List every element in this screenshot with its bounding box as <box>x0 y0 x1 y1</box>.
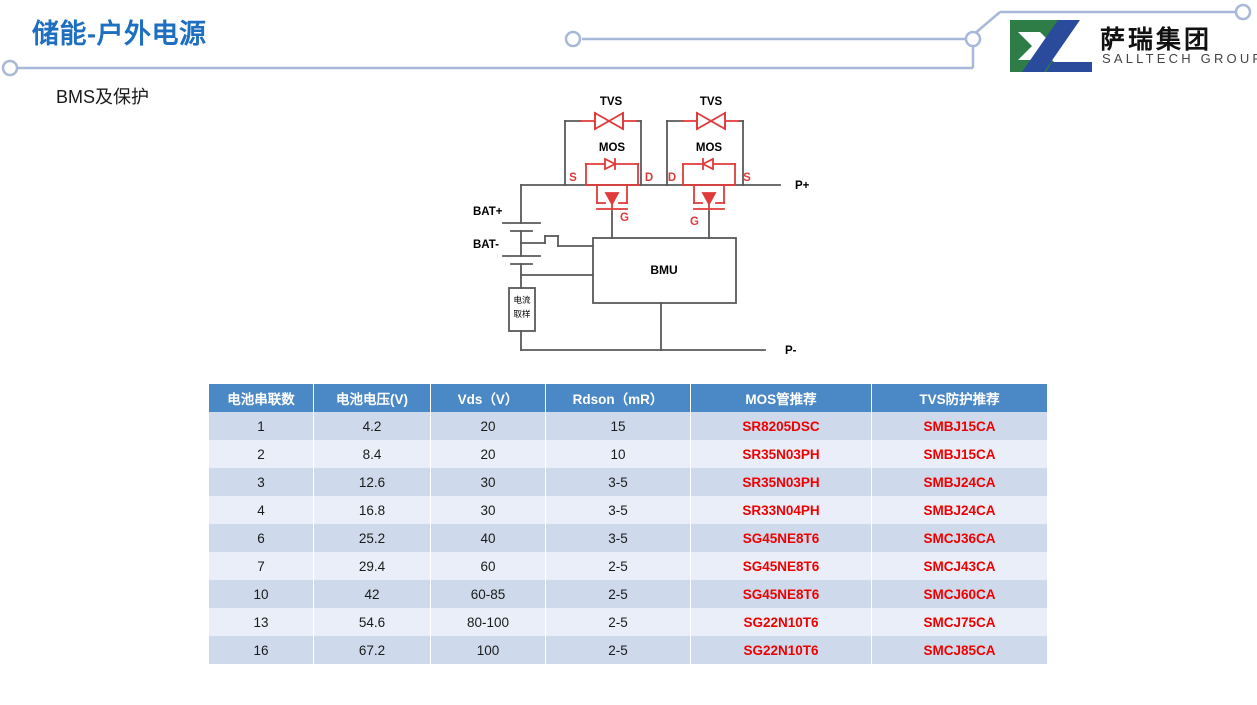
cell-tvs-part: SMCJ43CA <box>872 552 1047 580</box>
cell-tvs-part: SMBJ15CA <box>872 440 1047 468</box>
table-row: 3 12.6 30 3-5 SR35N03PH SMBJ24CA <box>209 468 1047 496</box>
cell-tvs-part: SMCJ85CA <box>872 636 1047 664</box>
cell-series-count: 3 <box>209 468 313 496</box>
column-header-mos-recommend: MOS管推荐 <box>691 384 871 412</box>
company-logo: 萨瑞集团 SALLTECH GROUP <box>1008 18 1257 76</box>
cell-battery-voltage: 67.2 <box>314 636 430 664</box>
cell-series-count: 13 <box>209 608 313 636</box>
cell-mos-part: SR35N03PH <box>691 468 871 496</box>
logo-mark-icon <box>1010 20 1092 72</box>
label-gate-right: G <box>690 216 699 228</box>
cell-vds: 100 <box>431 636 545 664</box>
cell-series-count: 4 <box>209 496 313 524</box>
column-header-tvs-recommend: TVS防护推荐 <box>872 384 1047 412</box>
connector-node-left <box>1 59 19 77</box>
cell-series-count: 7 <box>209 552 313 580</box>
cell-battery-voltage: 16.8 <box>314 496 430 524</box>
cell-mos-part: SG45NE8T6 <box>691 524 871 552</box>
label-shunt-line1: 电流 <box>513 295 531 305</box>
cell-battery-voltage: 29.4 <box>314 552 430 580</box>
cell-vds: 20 <box>431 440 545 468</box>
logo-name-en: SALLTECH GROUP <box>1102 51 1257 66</box>
cell-rdson: 3-5 <box>546 468 690 496</box>
page-title: 储能-户外电源 <box>32 19 207 49</box>
table-row: 4 16.8 30 3-5 SR33N04PH SMBJ24CA <box>209 496 1047 524</box>
cell-vds: 20 <box>431 412 545 440</box>
cell-mos-part: SR33N04PH <box>691 496 871 524</box>
cell-series-count: 6 <box>209 524 313 552</box>
table-row: 13 54.6 80-100 2-5 SG22N10T6 SMCJ75CA <box>209 608 1047 636</box>
label-bmu: BMU <box>650 263 677 277</box>
cell-rdson: 2-5 <box>546 608 690 636</box>
label-bat-minus: BAT- <box>473 239 499 251</box>
cell-rdson: 3-5 <box>546 524 690 552</box>
cell-vds: 40 <box>431 524 545 552</box>
label-tvs-left: TVS <box>600 96 623 108</box>
column-header-vds: Vds（V） <box>431 384 545 412</box>
connector-node-middle <box>564 30 582 48</box>
cell-series-count: 16 <box>209 636 313 664</box>
label-mos-left: MOS <box>599 142 626 154</box>
connector-node-right <box>964 30 982 48</box>
bms-circuit-diagram: TVS TVS MOS MOS BAT+ BAT- P+ P- BMU S D … <box>473 96 810 357</box>
table-row: 7 29.4 60 2-5 SG45NE8T6 SMCJ43CA <box>209 552 1047 580</box>
label-gate-left: G <box>620 212 629 224</box>
table-row: 16 67.2 100 2-5 SG22N10T6 SMCJ85CA <box>209 636 1047 664</box>
cell-battery-voltage: 54.6 <box>314 608 430 636</box>
cell-rdson: 2-5 <box>546 580 690 608</box>
cell-mos-part: SG45NE8T6 <box>691 580 871 608</box>
logo-name-cn: 萨瑞集团 <box>1100 26 1213 54</box>
table-row: 10 42 60-85 2-5 SG45NE8T6 SMCJ60CA <box>209 580 1047 608</box>
label-source-right: S <box>743 172 751 184</box>
label-shunt-line2: 取样 <box>513 309 531 319</box>
cell-battery-voltage: 25.2 <box>314 524 430 552</box>
cell-battery-voltage: 8.4 <box>314 440 430 468</box>
cell-rdson: 10 <box>546 440 690 468</box>
column-header-rdson: Rdson（mR） <box>546 384 690 412</box>
cell-series-count: 2 <box>209 440 313 468</box>
label-p-minus: P- <box>785 345 797 357</box>
section-subtitle: BMS及保护 <box>56 87 150 107</box>
cell-series-count: 1 <box>209 412 313 440</box>
cell-rdson: 3-5 <box>546 496 690 524</box>
cell-tvs-part: SMCJ60CA <box>872 580 1047 608</box>
cell-series-count: 10 <box>209 580 313 608</box>
cell-vds: 80-100 <box>431 608 545 636</box>
column-header-battery-voltage: 电池电压(V) <box>314 384 430 412</box>
cell-mos-part: SG22N10T6 <box>691 608 871 636</box>
label-tvs-right: TVS <box>700 96 723 108</box>
table-header-row: 电池串联数 电池电压(V) Vds（V） Rdson（mR） MOS管推荐 TV… <box>209 384 1047 412</box>
cell-battery-voltage: 42 <box>314 580 430 608</box>
cell-tvs-part: SMCJ36CA <box>872 524 1047 552</box>
column-header-series-count: 电池串联数 <box>209 384 313 412</box>
cell-tvs-part: SMCJ75CA <box>872 608 1047 636</box>
cell-vds: 30 <box>431 496 545 524</box>
mos-tvs-selection-table: 电池串联数 电池电压(V) Vds（V） Rdson（mR） MOS管推荐 TV… <box>208 384 1048 664</box>
label-source-left: S <box>569 172 577 184</box>
label-drain-right: D <box>668 172 676 184</box>
cell-mos-part: SG45NE8T6 <box>691 552 871 580</box>
label-p-plus: P+ <box>795 180 810 192</box>
table-row: 1 4.2 20 15 SR8205DSC SMBJ15CA <box>209 412 1047 440</box>
cell-rdson: 15 <box>546 412 690 440</box>
cell-rdson: 2-5 <box>546 636 690 664</box>
label-bat-plus: BAT+ <box>473 206 503 218</box>
cell-tvs-part: SMBJ24CA <box>872 496 1047 524</box>
cell-mos-part: SR8205DSC <box>691 412 871 440</box>
cell-vds: 60-85 <box>431 580 545 608</box>
cell-mos-part: SG22N10T6 <box>691 636 871 664</box>
label-drain-left: D <box>645 172 653 184</box>
table-row: 6 25.2 40 3-5 SG45NE8T6 SMCJ36CA <box>209 524 1047 552</box>
cell-mos-part: SR35N03PH <box>691 440 871 468</box>
cell-vds: 60 <box>431 552 545 580</box>
cell-vds: 30 <box>431 468 545 496</box>
table-row: 2 8.4 20 10 SR35N03PH SMBJ15CA <box>209 440 1047 468</box>
cell-tvs-part: SMBJ15CA <box>872 412 1047 440</box>
label-mos-right: MOS <box>696 142 723 154</box>
cell-battery-voltage: 12.6 <box>314 468 430 496</box>
cell-tvs-part: SMBJ24CA <box>872 468 1047 496</box>
cell-rdson: 2-5 <box>546 552 690 580</box>
connector-node-top-right <box>1234 3 1252 21</box>
cell-battery-voltage: 4.2 <box>314 412 430 440</box>
